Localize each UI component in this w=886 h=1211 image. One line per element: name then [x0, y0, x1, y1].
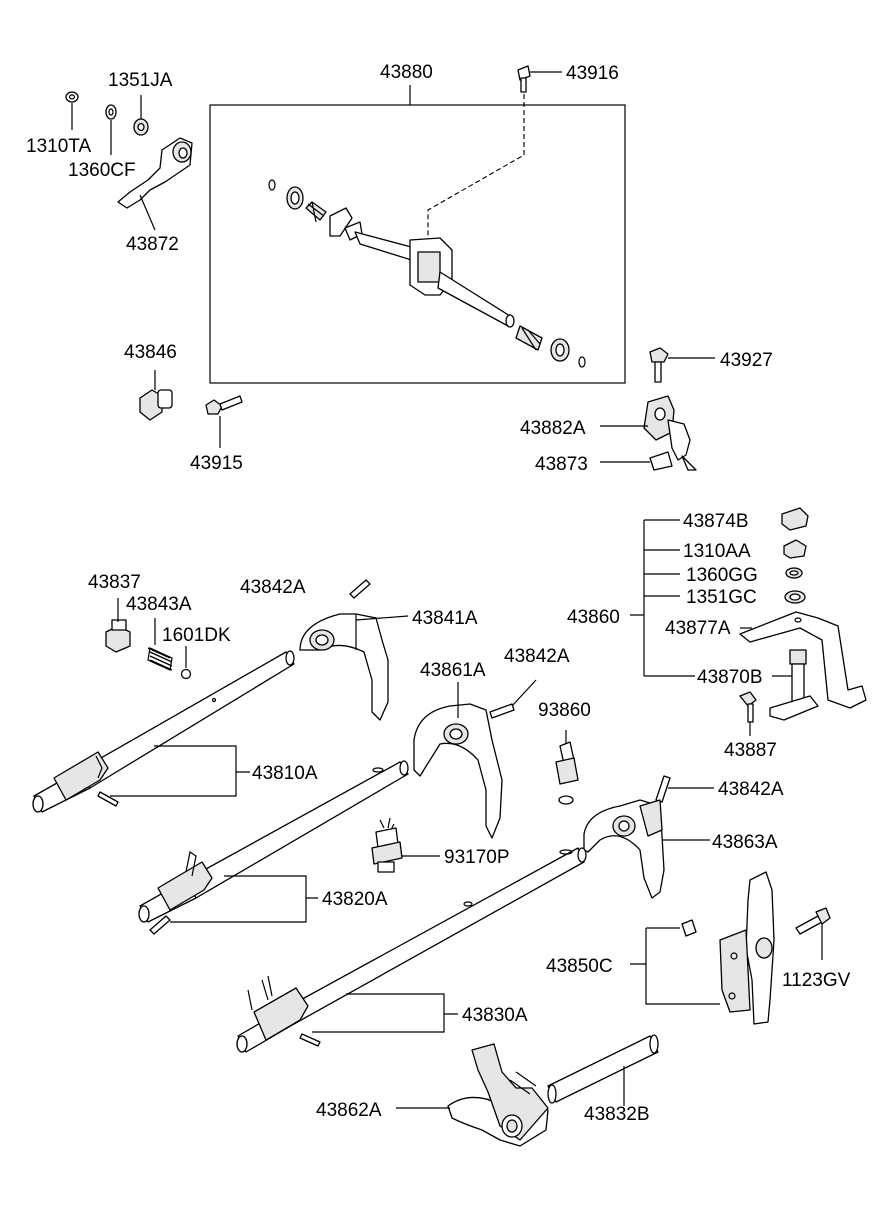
label-43837: 43837	[88, 572, 141, 593]
switch-93860	[555, 730, 579, 805]
label-1360CF: 1360CF	[68, 160, 136, 181]
bolt-1123GV	[795, 907, 831, 960]
lever-43850C	[630, 871, 775, 1025]
label-43870B: 43870B	[697, 667, 763, 688]
label-43841A: 43841A	[412, 608, 478, 629]
shift-rail-assembly	[268, 179, 586, 368]
label-43842A-right: 43842A	[718, 779, 784, 800]
pivot-43870B	[769, 649, 819, 721]
label-43860: 43860	[567, 607, 620, 628]
label-43842A-top: 43842A	[240, 577, 306, 598]
label-43843A: 43843A	[126, 594, 192, 615]
spring-43843A	[147, 618, 173, 671]
plate-43877A	[739, 611, 867, 709]
leader-group-43860	[630, 519, 695, 677]
plug-43837	[105, 598, 131, 653]
label-1123GV: 1123GV	[782, 970, 851, 991]
label-43927: 43927	[720, 350, 773, 371]
washer-1310TA	[65, 91, 79, 103]
washer-1351JA	[133, 118, 149, 136]
pin-43842A-top	[349, 579, 371, 599]
label-43850C: 43850C	[546, 956, 613, 977]
nut-1310AA	[783, 539, 807, 559]
shaft-43810A	[32, 650, 295, 813]
fork-43841A	[299, 613, 409, 721]
label-43830A: 43830A	[462, 1005, 528, 1026]
label-1601DK: 1601DK	[162, 625, 231, 646]
washer-1351GC	[784, 590, 806, 604]
label-43842A-middle: 43842A	[504, 646, 570, 667]
ball-1601DK	[180, 646, 192, 680]
fork-43863A	[583, 799, 710, 899]
label-43810A: 43810A	[252, 763, 318, 784]
label-43863A: 43863A	[712, 832, 778, 853]
label-93860: 93860	[538, 700, 591, 721]
label-43862A: 43862A	[316, 1100, 382, 1121]
bolt-43916	[517, 65, 562, 93]
label-43832B: 43832B	[584, 1104, 650, 1125]
label-1360GG: 1360GG	[686, 565, 758, 586]
label-43874B: 43874B	[683, 511, 749, 532]
label-43820A: 43820A	[322, 889, 388, 910]
label-43916: 43916	[566, 63, 619, 84]
label-1310TA: 1310TA	[26, 136, 91, 157]
bracket-43882A	[600, 395, 691, 461]
label-43882A: 43882A	[520, 418, 586, 439]
washer-1360GG	[785, 567, 803, 579]
label-93170P: 93170P	[444, 847, 510, 868]
label-43880: 43880	[380, 62, 433, 83]
washer-1360CF	[105, 104, 117, 120]
leader-43872	[139, 194, 156, 231]
shaft-43830A	[236, 847, 587, 1053]
sensor-93170P	[371, 817, 440, 873]
label-43915: 43915	[190, 453, 243, 474]
plug-43846	[139, 370, 173, 421]
fork-43861A	[413, 682, 503, 839]
assembly-box-43880	[209, 104, 626, 384]
cap-43874B	[781, 507, 809, 531]
label-43887: 43887	[724, 740, 777, 761]
label-1351JA: 1351JA	[108, 70, 173, 91]
clip-43873	[600, 451, 697, 471]
shaft-43820A	[138, 760, 409, 935]
label-43861A: 43861A	[420, 660, 486, 681]
pin-43842A-middle	[489, 679, 537, 719]
label-1310AA: 1310AA	[683, 541, 751, 562]
bolt-43915	[205, 395, 243, 448]
label-43872: 43872	[126, 234, 179, 255]
bolt-43927	[649, 347, 715, 383]
label-43877A: 43877A	[665, 618, 731, 639]
lever-43872	[117, 137, 193, 209]
label-43873: 43873	[535, 454, 588, 475]
fork-43862A	[396, 1043, 549, 1147]
pin-43842A-right	[655, 775, 714, 803]
dashed-leader-43916	[427, 94, 525, 250]
label-43846: 43846	[124, 342, 177, 363]
bolt-43887	[739, 691, 757, 736]
rod-43832B	[547, 1034, 659, 1106]
label-1351GC: 1351GC	[686, 587, 757, 608]
